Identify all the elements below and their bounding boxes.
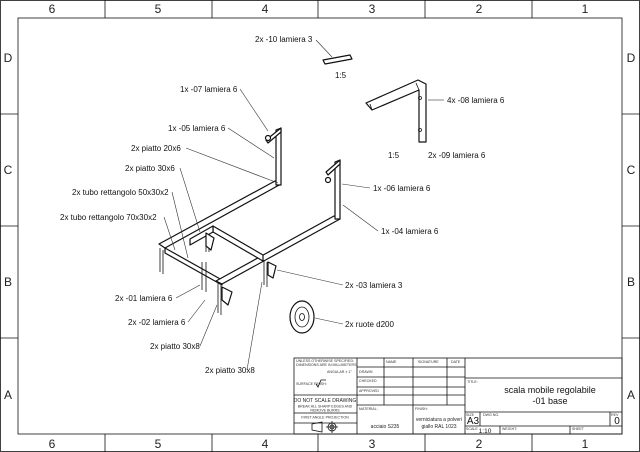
finish-value-2: giallo RAL 1023 [421, 424, 456, 430]
size-label: SIZE [466, 413, 475, 417]
zone-labels: 6 5 4 3 2 1 6 5 4 3 2 1 D C B A D C B A [4, 2, 636, 451]
surface-finish-icon [315, 379, 326, 388]
label-part-09: 2x -09 lamiera 6 [428, 151, 486, 160]
zone-col-5-bottom: 5 [155, 437, 162, 451]
note-surface-finish: SURFACE FINISH: [296, 382, 327, 386]
zone-col-4-bottom: 4 [262, 437, 269, 451]
label-tubo-70x30x2: 2x tubo rettangolo 70x30x2 [60, 213, 157, 222]
zone-row-b-right: B [627, 275, 635, 289]
label-part-04: 1x -04 lamiera 6 [381, 227, 439, 236]
label-scale-1-5: 1:5 [335, 71, 347, 80]
label-tubo-50x30x2: 2x tubo rettangolo 50x30x2 [72, 188, 169, 197]
scale-value: 1:10 [479, 428, 492, 435]
wheel [289, 300, 315, 334]
material-label: MATERIAL: [359, 407, 378, 411]
label-piatto-30x8-a: 2x piatto 30x8 [150, 342, 200, 351]
note-break-edges: BREAK ALL SHARP EDGES AND [298, 405, 353, 409]
zone-col-1: 1 [582, 2, 589, 16]
drawing-subtitle: -01 base [532, 396, 567, 406]
zone-col-6: 6 [49, 2, 56, 16]
part-08-09-detail [365, 79, 427, 143]
rev-value: 0 [614, 416, 620, 427]
zone-col-1-bottom: 1 [582, 437, 589, 451]
finish-value-1: verniciatura a polveri [416, 417, 462, 423]
leader-lines [163, 39, 444, 371]
note-remove-burrs: REMOVE BURRS [310, 409, 340, 413]
zone-col-3: 3 [369, 2, 376, 16]
material-value: acciaio S235 [371, 424, 400, 430]
label-part-02: 2x -02 lamiera 6 [128, 318, 186, 327]
note-projection: FIRST ANGLE PROJECTION [301, 416, 349, 420]
weight-label: WEIGHT: [502, 427, 517, 431]
role-drawn: DRAWN [359, 370, 373, 374]
label-part-01: 2x -01 lamiera 6 [115, 294, 173, 303]
zone-col-2-bottom: 2 [476, 437, 483, 451]
zone-row-d: D [4, 51, 13, 65]
scale-label: SCALE [466, 427, 478, 431]
label-part-05: 1x -05 lamiera 6 [168, 124, 226, 133]
annotations: 2x -10 lamiera 3 1:5 4x -08 lamiera 6 1x… [60, 35, 505, 375]
label-ruote: 2x ruote d200 [345, 320, 394, 329]
zone-col-3-bottom: 3 [369, 437, 376, 451]
note-dimensions: DIMENSIONS ARE IN MILLIMETERS [296, 363, 357, 367]
header-name: NAME [386, 360, 397, 364]
first-angle-projection-icon [311, 421, 338, 433]
finish-label: FINISH: [415, 407, 428, 411]
label-part-07: 1x -07 lamiera 6 [180, 85, 238, 94]
label-piatto-30x8-b: 2x piatto 30x8 [205, 366, 255, 375]
rev-label: REV [611, 413, 619, 417]
note-angular: ANGULAR ± 1° [327, 370, 352, 374]
note-unless: UNLESS OTHERWISE SPECIFIED: [296, 359, 354, 363]
title-label: TITLE: [467, 380, 478, 384]
zone-row-a-right: A [627, 388, 635, 402]
title-block: UNLESS OTHERWISE SPECIFIED: DIMENSIONS A… [293, 357, 623, 435]
label-part-10: 2x -10 lamiera 3 [255, 35, 313, 44]
size-value: A3 [467, 416, 480, 427]
sheet-label: SHEET [572, 427, 585, 431]
role-checked: CHECKED [359, 379, 377, 383]
zone-col-5: 5 [155, 2, 162, 16]
part-10-detail [322, 54, 353, 65]
zone-row-c: C [4, 163, 13, 177]
drawing-title: scala mobile regolabile [504, 385, 596, 395]
header-date: DATE [451, 360, 461, 364]
header-signature: SIGNATURE [418, 360, 439, 364]
label-piatto-20x6: 2x piatto 20x6 [131, 144, 181, 153]
label-part-03: 2x -03 lamiera 3 [345, 281, 403, 290]
base-frame-isometric [158, 127, 341, 315]
zone-col-6-bottom: 6 [49, 437, 56, 451]
zone-col-2: 2 [476, 2, 483, 16]
zone-row-a: A [4, 388, 12, 402]
label-piatto-30x6: 2x piatto 30x6 [125, 164, 175, 173]
label-part-06: 1x -06 lamiera 6 [373, 184, 431, 193]
note-do-not-scale: DO NOT SCALE DRAWING [294, 398, 357, 404]
zone-row-b: B [4, 275, 12, 289]
dwg-no-label: DWG NO. [483, 413, 499, 417]
zone-row-c-right: C [627, 163, 636, 177]
label-scale-1-5-b: 1:5 [388, 151, 400, 160]
zone-col-4: 4 [262, 2, 269, 16]
role-approved: APPROVED [359, 389, 379, 393]
zone-row-d-right: D [627, 51, 636, 65]
label-part-08: 4x -08 lamiera 6 [447, 96, 505, 105]
